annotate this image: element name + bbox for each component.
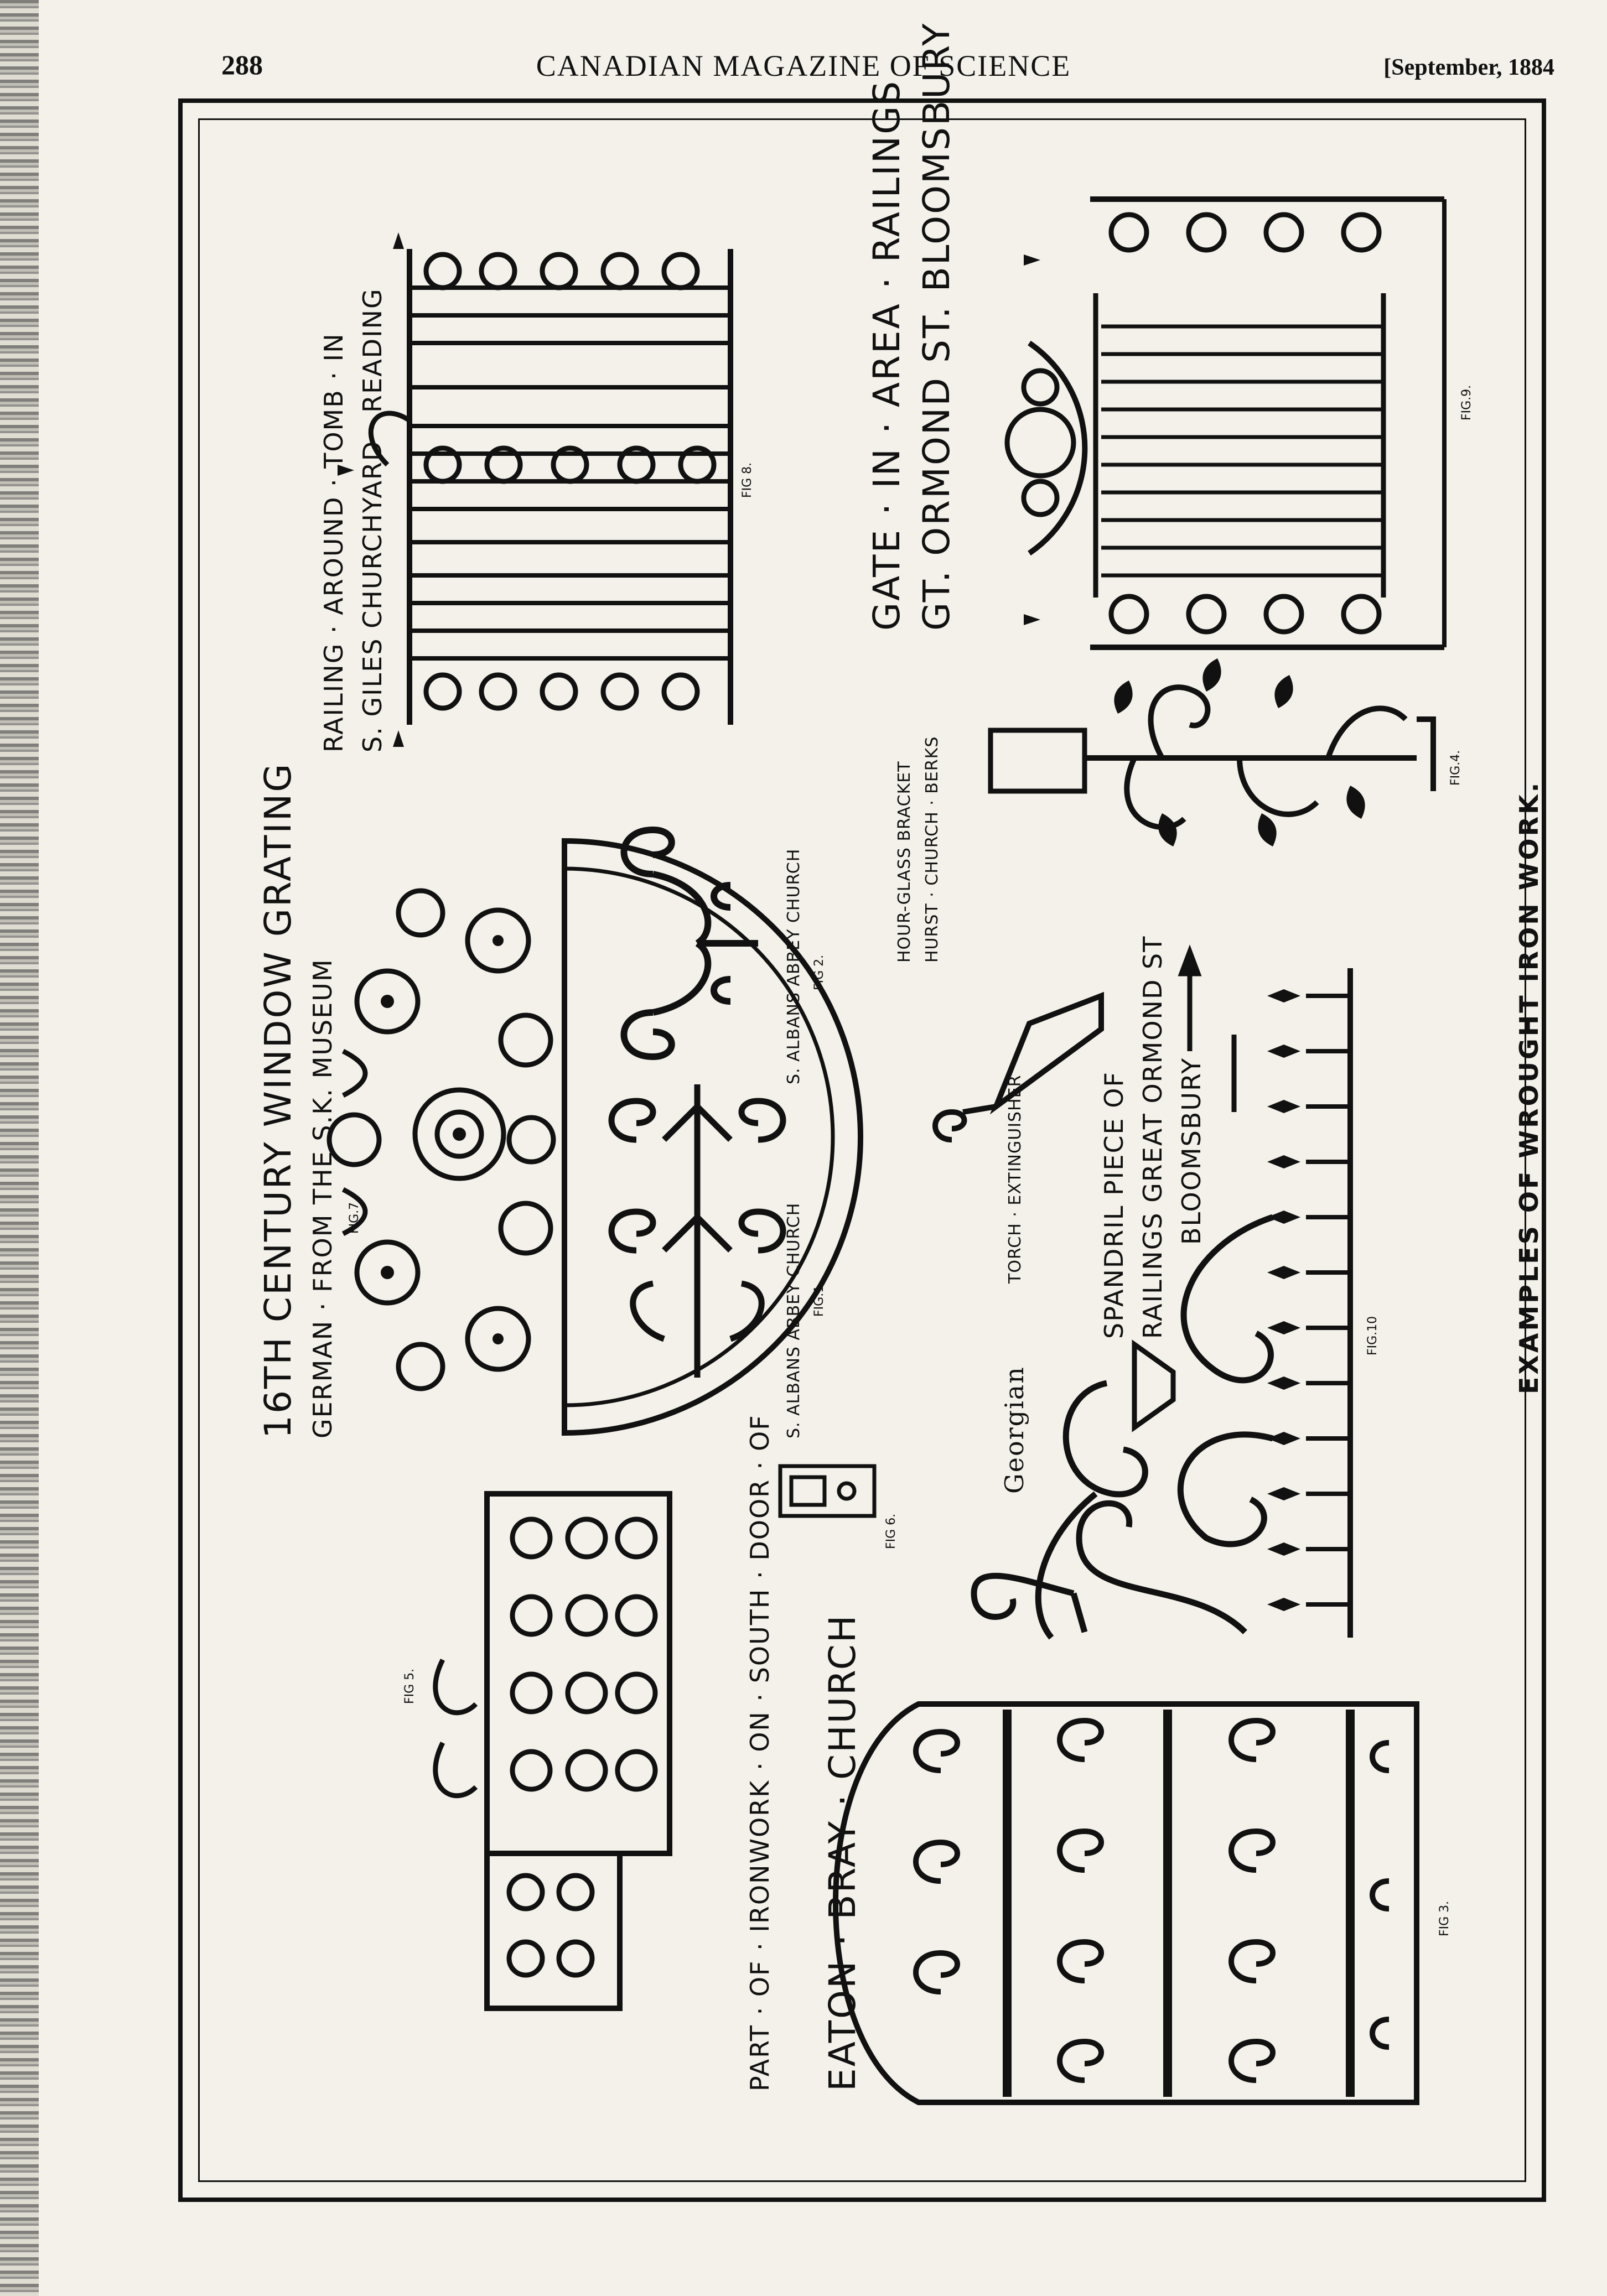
- torch-caption: TORCH · EXTINGUISHER: [1005, 1074, 1025, 1284]
- railing-line2: S. GILES CHURCHYARD · READING: [357, 288, 387, 752]
- spandril-line1: SPANDRIL PIECE OF: [1099, 1071, 1129, 1339]
- fig10-spandril: [1035, 944, 1353, 1640]
- issue-date: [September, 1884: [1383, 55, 1554, 80]
- page-number: 288: [221, 49, 263, 80]
- plate-inner-border: [198, 118, 1526, 2182]
- georgian-label: Georgian: [999, 1366, 1029, 1494]
- fig7-window-grating: [326, 838, 863, 1436]
- eaton-bray-line2: EATON · BRAY · CHURCH: [821, 1613, 864, 2091]
- fig2-label: FIG 2.: [812, 954, 826, 990]
- fig9-area-gate: [1004, 196, 1447, 650]
- fig1-caption: S. ALBANS ABBEY CHURCH: [784, 1202, 804, 1438]
- plate-caption: EXAMPLES OF WROUGHT IRON WORK.: [1514, 780, 1544, 1394]
- fig8-tomb-railing: [338, 232, 733, 747]
- fig9-label: FIG.9.: [1460, 385, 1474, 420]
- fig5-label: FIG 5.: [403, 1668, 417, 1704]
- gate-line1: GATE · IN · AREA · RAILINGS: [865, 79, 908, 631]
- fig3-label: FIG 3.: [1438, 1900, 1452, 1936]
- page-edge-shadow: [0, 0, 39, 2296]
- eaton-bray-line1: PART · OF · IRONWORK · ON · SOUTH · DOOR…: [745, 1414, 775, 2091]
- page-header: CANADIAN MAGAZINE OF SCIENCE 288 [Septem…: [0, 49, 1607, 93]
- fig5-panel-railing: [433, 1491, 672, 2011]
- fig7-label: FIG.7.: [348, 1198, 361, 1234]
- fig3-eaton-bray-door: [833, 1701, 1419, 2105]
- fig8-label: FIG 8.: [740, 462, 754, 498]
- fig2-albans-scroll: [620, 826, 758, 1061]
- illustration-plate: [178, 98, 1546, 2202]
- fig4-label: FIG.4.: [1449, 750, 1463, 786]
- fig1-label: FIG.1.: [812, 1281, 826, 1317]
- fig10-label: FIG.10: [1366, 1316, 1380, 1355]
- fig6-label: FIG 6.: [884, 1513, 898, 1549]
- fig4-hourglass-bracket: [988, 658, 1436, 846]
- hourglass-line2: HURST · CHURCH · BERKS: [922, 736, 942, 963]
- gate-line2: GT. ORMOND ST. BLOOMSBURY: [915, 22, 958, 631]
- fig7-title: 16TH CENTURY WINDOW GRATING: [257, 762, 299, 1438]
- fig1-albans-scroll: [608, 1084, 786, 1378]
- georgian-bracket: [971, 1572, 1088, 1633]
- running-title: CANADIAN MAGAZINE OF SCIENCE: [536, 49, 1071, 82]
- torch-extinguisher: [932, 991, 1104, 1142]
- hourglass-line1: HOUR-GLASS BRACKET: [895, 761, 914, 963]
- spandril-line3: BLOOMSBURY: [1176, 1057, 1206, 1245]
- fig7-subtitle: GERMAN · FROM THE S.K. MUSEUM: [308, 958, 338, 1438]
- fig6-lock-plate: [778, 1464, 877, 1518]
- fig2-caption: S. ALBANS ABBEY CHURCH: [784, 848, 804, 1084]
- railing-line1: RAILING · AROUND · TOMB · IN: [319, 333, 349, 752]
- spandril-line2: RAILINGS GREAT ORMOND ST: [1138, 935, 1168, 1339]
